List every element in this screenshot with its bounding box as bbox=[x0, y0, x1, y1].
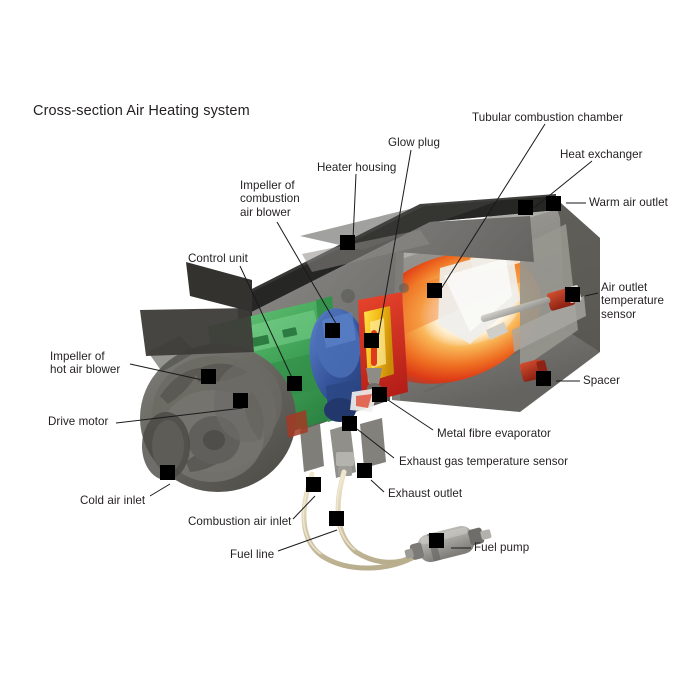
callout-label-heat-exchanger: Heat exchanger bbox=[560, 148, 643, 161]
callout-marker-spacer bbox=[536, 371, 551, 386]
leader-line-heat-exchanger bbox=[533, 160, 593, 209]
leader-line-heater-housing bbox=[352, 173, 357, 241]
callout-label-exhaust-gas-temperature-sensor: Exhaust gas temperature sensor bbox=[399, 455, 569, 468]
callout-label-impeller-of-combustion-air-blower: Impeller of combustion air blower bbox=[240, 179, 300, 219]
tubular-combustion-chamber bbox=[350, 292, 408, 412]
leader-line-glow-plug bbox=[377, 149, 412, 339]
leader-line-fuel-line bbox=[277, 529, 338, 552]
callout-label-combustion-air-inlet: Combustion air inlet bbox=[188, 515, 292, 528]
callout-marker-cold-air-inlet bbox=[160, 465, 175, 480]
callout-marker-fuel-pump bbox=[429, 533, 444, 548]
cold-air-inlet-mouth bbox=[142, 412, 190, 480]
leader-line-exhaust-outlet bbox=[370, 479, 385, 493]
callout-marker-impeller-of-hot-air-blower bbox=[201, 369, 216, 384]
callout-label-fuel-pump: Fuel pump bbox=[474, 541, 530, 554]
callout-label-spacer: Spacer bbox=[583, 374, 621, 387]
callout-label-impeller-of-hot-air-blower: Impeller of hot air blower bbox=[50, 350, 121, 377]
fuel-lines bbox=[301, 469, 419, 571]
leader-line-combustion-air-inlet bbox=[292, 495, 316, 520]
callout-marker-metal-fibre-evaporator bbox=[372, 387, 387, 402]
leader-line-cold-air-inlet bbox=[149, 483, 171, 497]
callout-marker-exhaust-gas-temperature-sensor bbox=[342, 416, 357, 431]
inner-heat-tube bbox=[438, 248, 520, 344]
hot-air-blower-housing bbox=[140, 336, 296, 492]
callout-marker-warm-air-outlet bbox=[546, 196, 561, 211]
drive-motor bbox=[214, 362, 282, 442]
callout-marker-heater-housing bbox=[340, 235, 355, 250]
callout-label-control-unit: Control unit bbox=[188, 252, 248, 265]
callout-marker-air-outlet-temperature-sensor bbox=[565, 287, 580, 302]
page-title: Cross-section Air Heating system bbox=[33, 103, 250, 119]
callout-marker-heat-exchanger bbox=[518, 200, 533, 215]
leader-line-drive-motor bbox=[115, 407, 244, 424]
callout-marker-tubular-combustion-chamber bbox=[427, 283, 442, 298]
housing-left-bracket bbox=[140, 308, 254, 356]
callout-marker-drive-motor bbox=[233, 393, 248, 408]
callout-label-tubular-combustion-chamber: Tubular combustion chamber bbox=[472, 111, 624, 124]
leader-line-impeller-of-combustion-air-blower bbox=[276, 221, 339, 328]
leader-line-exhaust-gas-temperature-sensor bbox=[356, 428, 395, 459]
callout-marker-fuel-line bbox=[329, 511, 344, 526]
leader-lines bbox=[115, 123, 599, 552]
callout-label-metal-fibre-evaporator: Metal fibre evaporator bbox=[437, 427, 551, 440]
callout-marker-impeller-of-combustion-air-blower bbox=[325, 323, 340, 338]
metal-fibre-evaporator bbox=[350, 388, 378, 412]
callout-marker-exhaust-outlet bbox=[357, 463, 372, 478]
callout-label-air-outlet-temperature-sensor: Air outlet temperature sensor bbox=[601, 281, 665, 321]
callout-label-cold-air-inlet: Cold air inlet bbox=[80, 494, 146, 507]
callout-label-exhaust-outlet: Exhaust outlet bbox=[388, 487, 463, 500]
callout-marker-glow-plug bbox=[364, 333, 379, 348]
lower-ports bbox=[286, 410, 386, 478]
callout-label-glow-plug: Glow plug bbox=[388, 136, 441, 149]
callout-marker-combustion-air-inlet bbox=[306, 477, 321, 492]
control-unit-cover bbox=[186, 262, 252, 312]
callout-label-heater-housing: Heater housing bbox=[317, 161, 397, 174]
leader-line-control-unit bbox=[239, 265, 294, 381]
leader-line-air-outlet-temperature-sensor bbox=[584, 292, 599, 297]
callout-marker-control-unit bbox=[287, 376, 302, 391]
leader-line-tubular-combustion-chamber bbox=[440, 123, 546, 290]
callout-label-warm-air-outlet: Warm air outlet bbox=[589, 196, 668, 209]
callout-label-drive-motor: Drive motor bbox=[48, 415, 109, 428]
leader-line-impeller-of-hot-air-blower bbox=[129, 363, 208, 382]
callout-label-fuel-line: Fuel line bbox=[230, 548, 275, 561]
leader-line-metal-fibre-evaporator bbox=[387, 399, 434, 431]
